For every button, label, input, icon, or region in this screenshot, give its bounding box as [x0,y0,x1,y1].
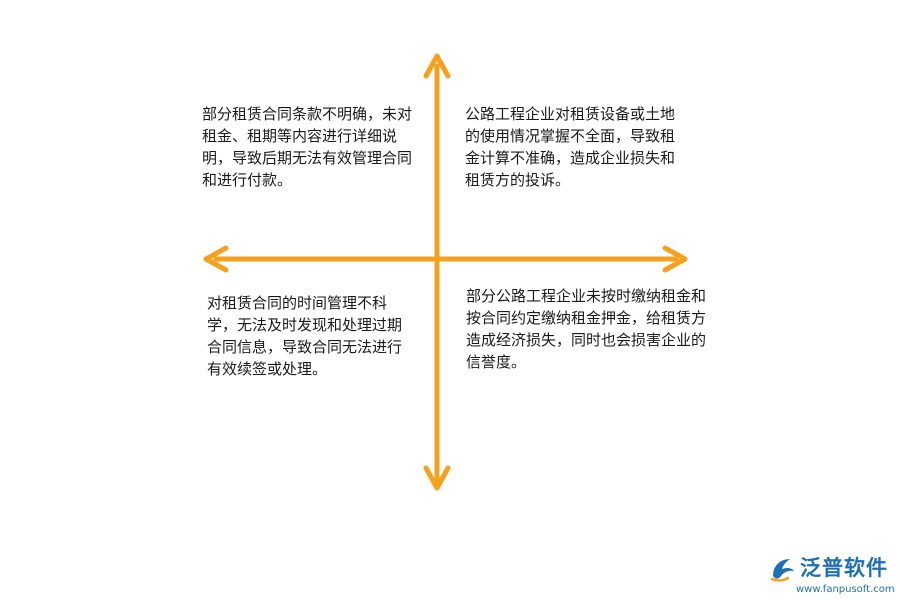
arrow-left-head [203,245,229,273]
quadrant-text-bottom-left: 对租赁合同的时间管理不科学，无法及时发现和处理过期合同信息，导致合同无法进行有效… [207,294,403,378]
quadrant-text-bottom-right: 部分公路工程企业未按时缴纳租金和按合同约定缴纳租金押金，给租赁方造成经济损失，同… [466,287,707,371]
quadrant-text-top-right: 公路工程企业对租赁设备或土地的使用情况掌握不全面，导致租金计算不准确，造成企业损… [465,105,676,189]
arrow-right-head [662,245,688,273]
fanpu-logo-icon [770,559,794,582]
brand-url: www.fanpusoft.com [796,584,895,595]
quadrant-text-top-left: 部分租赁合同条款不明确，未对租金、租期等内容进行详细说明，导致后期无法有效管理合… [202,105,413,189]
brand-name: 泛普软件 [800,556,888,580]
arrow-down-head [423,465,451,491]
brand-logo: 泛普软件 www.fanpusoft.com [768,553,898,599]
arrow-up-head [423,53,451,79]
